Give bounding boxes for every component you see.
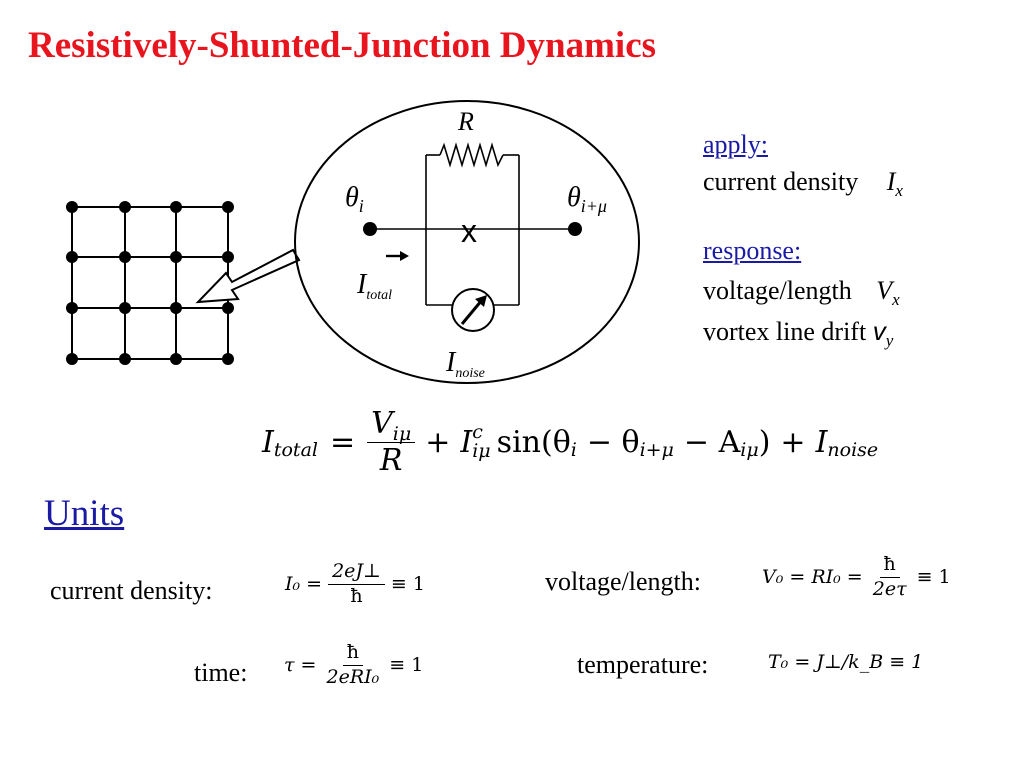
apply-item-sub: x <box>895 181 903 200</box>
current-source-meter-icon <box>451 288 495 332</box>
eq-ic-sub: iμ <box>472 440 491 462</box>
eq-sin: sin(θ <box>496 424 571 460</box>
apply-item: current density Ix <box>703 167 903 200</box>
resistor-icon <box>439 142 504 168</box>
eq-plus-1: + <box>425 424 451 460</box>
eq-noise: I <box>815 424 828 460</box>
apply-item-symbol: I <box>886 167 896 196</box>
noise-current-label: Inoise <box>445 347 485 381</box>
unit-voltage-label: voltage/length: <box>545 567 701 596</box>
unit-temperature-label: temperature: <box>577 650 709 679</box>
vl-lhs: V₀ = RI₀ = <box>762 566 863 589</box>
eq-minus-a: − A <box>683 424 741 460</box>
cd-num: 2eJ⊥ <box>328 561 385 585</box>
response-item1-label: voltage/length <box>703 276 852 305</box>
units-heading: Units <box>44 493 125 534</box>
response-item1-symbol: V <box>876 276 893 305</box>
hollow-arrow-icon <box>195 248 301 304</box>
response-item2-symbol: v <box>872 316 886 346</box>
eq-noise-sub: noise <box>827 439 879 461</box>
arrow-right-icon <box>386 251 409 261</box>
total-current-label: Itotal <box>356 269 392 303</box>
eq-ic-sup: c <box>472 421 483 443</box>
unit-current-density-formula: I₀ = 2eJ⊥ħ ≡ 1 <box>285 561 425 607</box>
response-item1-sub: x <box>892 290 900 309</box>
apply-item-label: current density <box>703 167 859 196</box>
eq-den: R <box>379 442 403 478</box>
apply-heading: apply: <box>703 130 768 159</box>
eq-theta-imu-sub: i+μ <box>639 439 674 461</box>
time-lhs: τ = <box>284 654 317 677</box>
response-item2-label: vortex line drift <box>703 317 867 346</box>
zoom-circle <box>294 100 640 384</box>
eq-critical-current: I <box>460 424 473 460</box>
response-heading: response: <box>703 236 802 265</box>
unit-current-density-label: current density: <box>50 576 213 605</box>
lattice-nodes <box>66 201 234 365</box>
eq-num: V <box>371 406 393 441</box>
circuit-wires <box>370 154 575 306</box>
junction-lattice <box>71 206 229 360</box>
theta-right-label: θi+μ <box>567 182 607 216</box>
unit-temperature-formula: T₀ = J⊥/k_B ≡ 1 <box>768 651 924 673</box>
eq-lhs-sub: total <box>273 439 318 461</box>
eq-close-paren: ) <box>758 424 771 460</box>
circuit-diagram: R θi θi+μ x Itotal Inoise <box>66 100 640 384</box>
vl-den: 2eτ <box>872 577 907 600</box>
node-right <box>568 222 582 236</box>
node-left <box>363 222 377 236</box>
junction-mark: x <box>461 213 477 249</box>
eq-sin-i: i <box>570 439 577 461</box>
time-num: ħ <box>342 642 363 666</box>
time-den: 2eRI₀ <box>326 665 380 688</box>
time-rhs: ≡ 1 <box>389 654 424 677</box>
resistor-label: R <box>457 107 474 136</box>
response-item2-sub: y <box>885 331 894 350</box>
eq-minus-theta: − θ <box>586 424 640 460</box>
eq-fraction: Viμ R <box>367 406 416 478</box>
cd-rhs: ≡ 1 <box>390 573 425 596</box>
vl-rhs: ≡ 1 <box>916 566 951 589</box>
response-item-voltage: voltage/length Vx <box>703 276 900 309</box>
eq-plus-2: + <box>780 424 806 460</box>
eq-lhs: I <box>262 424 274 460</box>
vl-num: ħ <box>879 554 900 578</box>
eq-num-sub: iμ <box>392 423 412 445</box>
cd-den: ħ <box>350 584 363 607</box>
eq-equals: = <box>329 424 356 460</box>
theta-left-label: θi <box>345 182 364 216</box>
unit-time-label: time: <box>194 658 248 687</box>
slide-title: Resistively-Shunted-Junction Dynamics <box>28 25 657 66</box>
eq-a-sub: iμ <box>740 439 759 461</box>
cd-lhs: I₀ = <box>285 573 323 596</box>
response-item-drift: vortex line drift vy <box>703 316 894 350</box>
